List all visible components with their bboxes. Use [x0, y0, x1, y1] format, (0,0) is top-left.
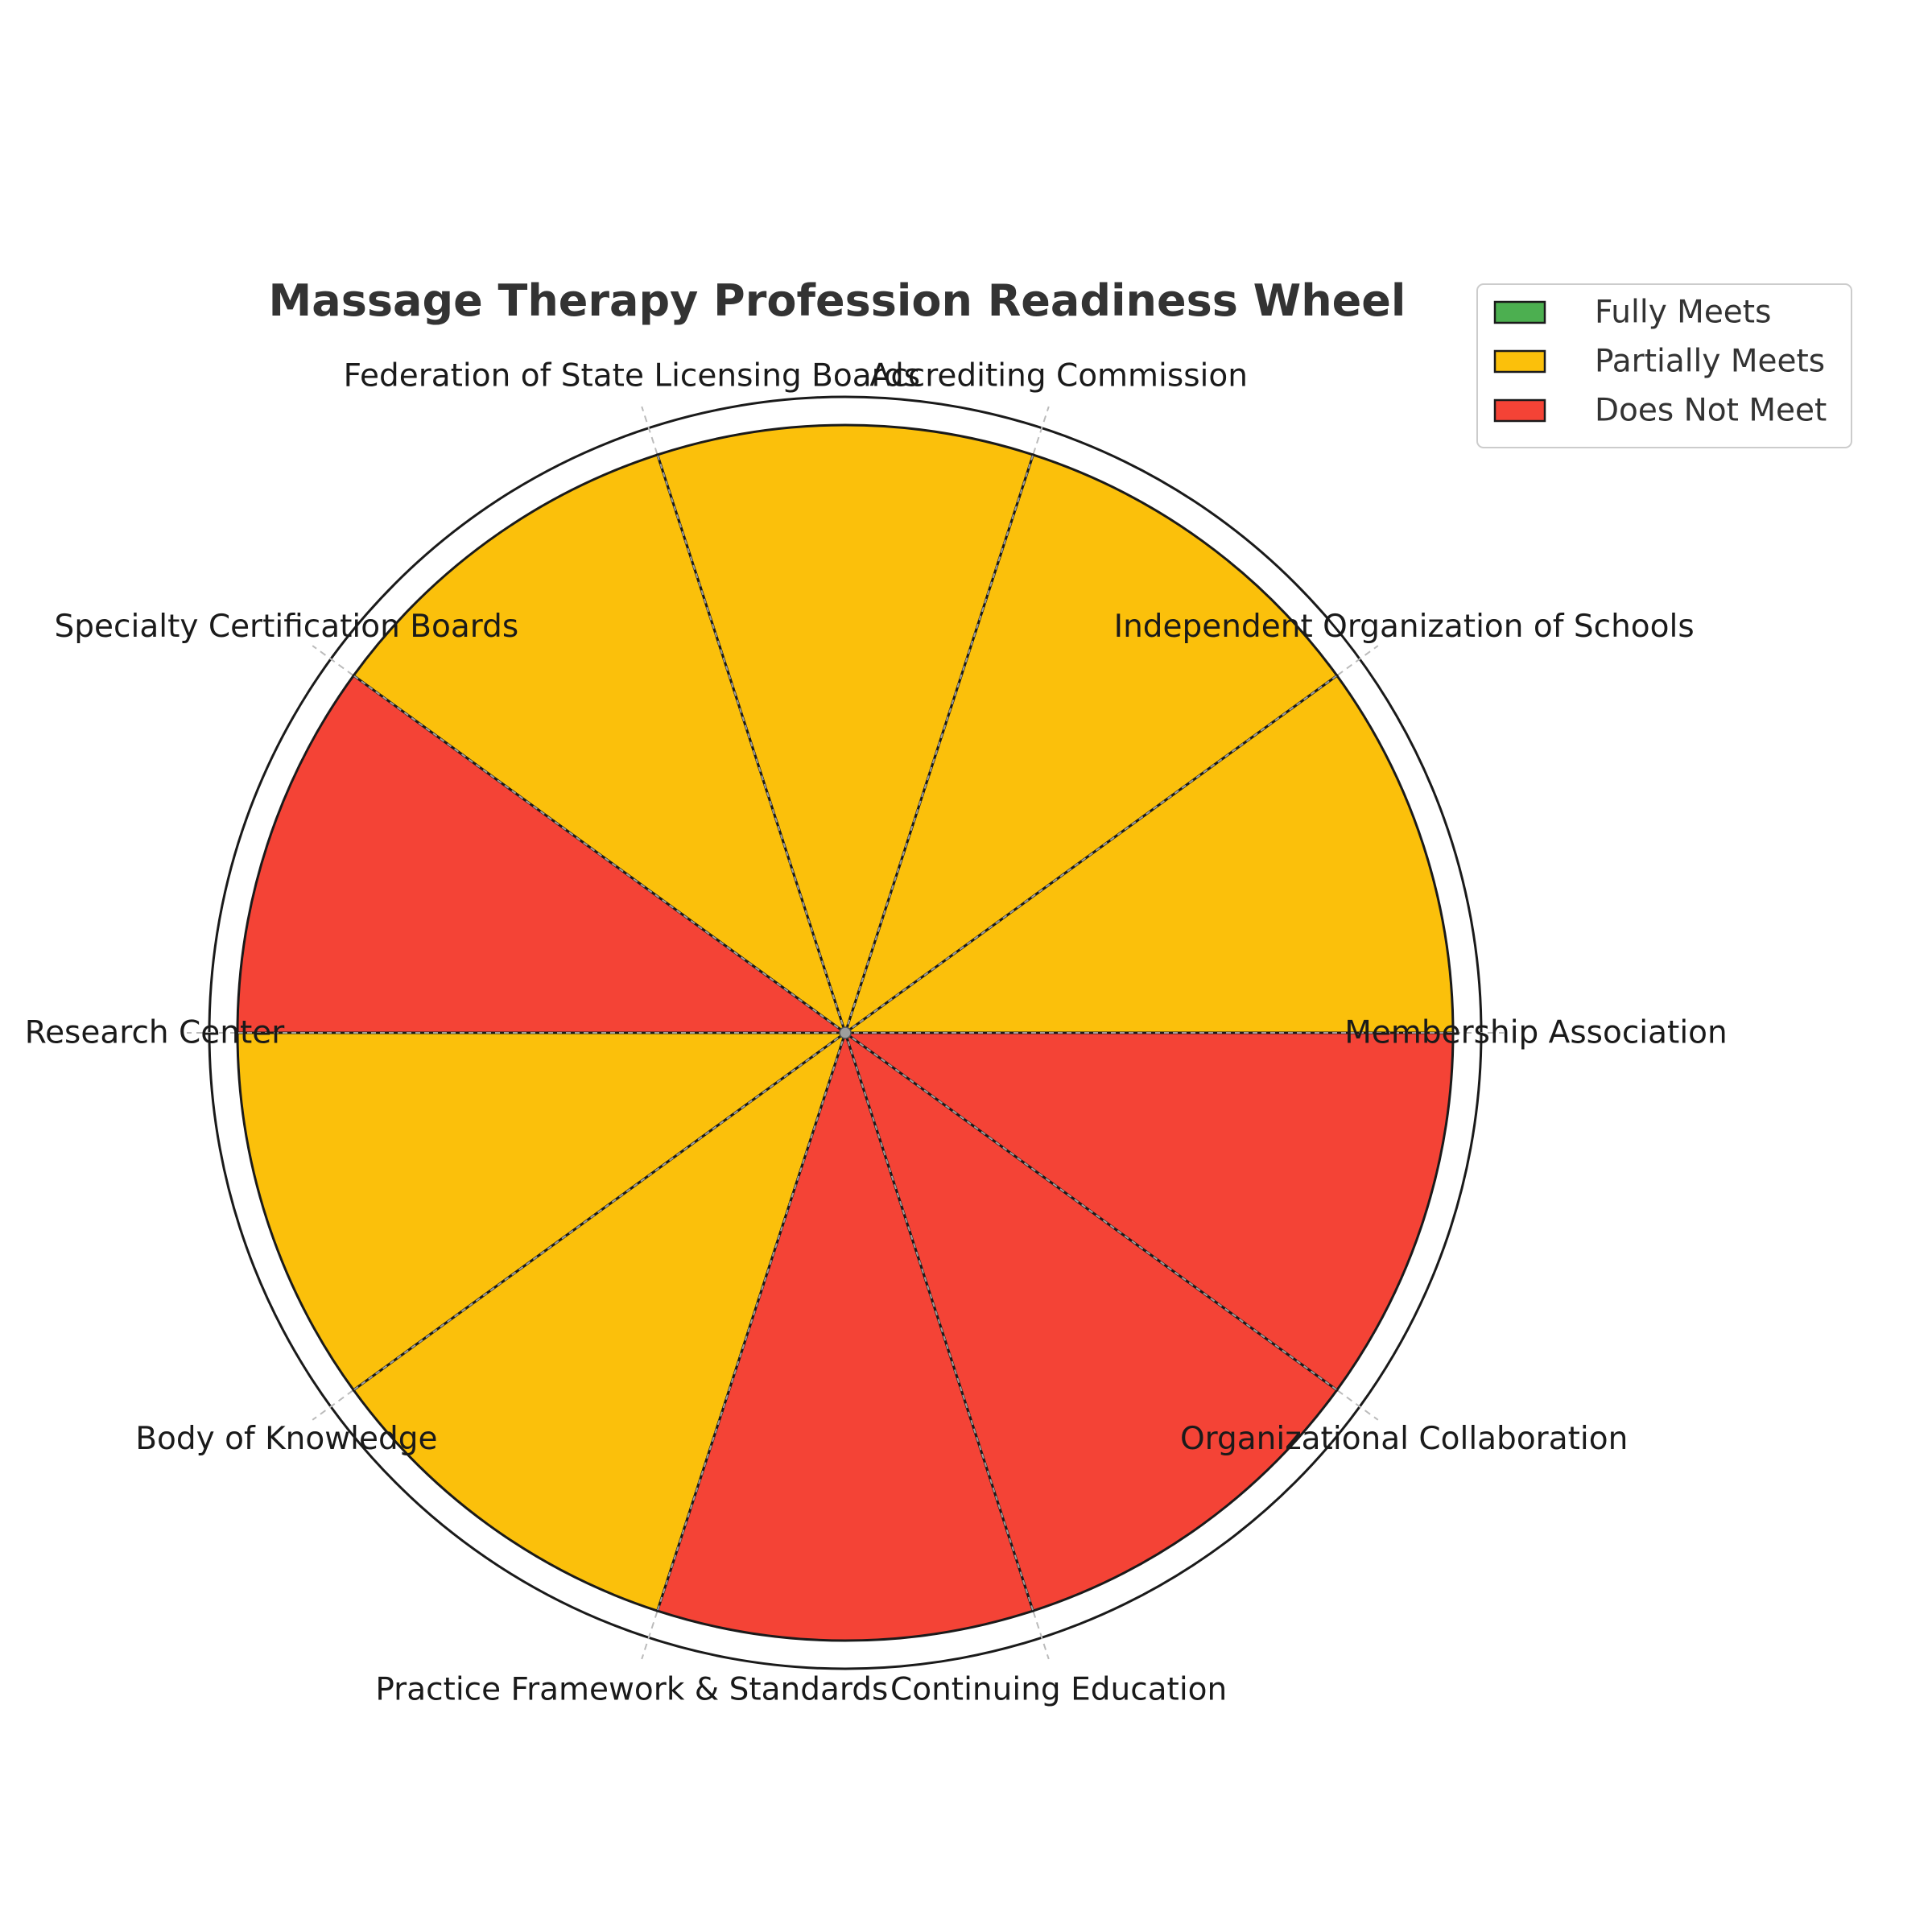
category-labels: Membership Association Independent Organi…: [25, 357, 1728, 1707]
slice-continuing-education: [843, 1030, 1339, 1612]
slice-practice-framework-standards: [655, 1029, 1035, 1642]
label-research-center: Research Center: [25, 1015, 286, 1051]
slice-boundary: [844, 454, 1034, 1034]
slice-independent-organization-of-schools: [843, 453, 1339, 1036]
legend-label-does-not-meet: Does Not Meet: [1595, 393, 1827, 429]
slice-boundary: [353, 675, 846, 1034]
slice-body-of-knowledge: [352, 1030, 848, 1612]
label-practice-framework-standards: Practice Framework & Standards: [375, 1672, 888, 1708]
slice-boundary: [656, 1032, 846, 1612]
slice-boundary: [844, 1032, 1338, 1391]
label-organizational-collaboration: Organizational Collaboration: [1180, 1421, 1628, 1457]
slice-boundary: [353, 1032, 846, 1391]
label-specialty-certification-boards: Specialty Certification Boards: [55, 609, 519, 645]
slice-boundary: [844, 1032, 1034, 1612]
wheel-slices: [236, 423, 1455, 1642]
center-dot: [839, 1026, 852, 1039]
slice-membership-association: [841, 674, 1455, 1034]
legend-label-partially-meets: Partially Meets: [1595, 344, 1825, 380]
label-accrediting-commission: Accrediting Commission: [869, 357, 1248, 394]
legend-swatch-partially-meets: [1493, 349, 1546, 374]
legend-frame: [1476, 283, 1852, 448]
label-continuing-education: Continuing Education: [890, 1672, 1227, 1708]
slice-boundary: [844, 675, 1338, 1034]
slice-boundary: [656, 454, 846, 1034]
label-membership-association: Membership Association: [1344, 1015, 1728, 1051]
label-body-of-knowledge: Body of Knowledge: [135, 1421, 437, 1457]
slice-specialty-certification-boards: [236, 674, 849, 1034]
legend-label-fully-meets: Fully Meets: [1595, 295, 1771, 331]
label-independent-organization-of-schools: Independent Organization of Schools: [1114, 609, 1695, 645]
label-federation-of-state-licensing-boards: Federation of State Licensing Boards: [344, 357, 920, 394]
legend-swatch-does-not-meet: [1493, 398, 1546, 423]
slice-research-center: [236, 1031, 849, 1392]
chart-title: Massage Therapy Profession Readiness Whe…: [269, 275, 1406, 326]
slice-federation-of-state-licensing-boards: [352, 453, 848, 1036]
legend-swatch-fully-meets: [1493, 300, 1546, 324]
slice-accrediting-commission: [655, 423, 1035, 1037]
slice-organizational-collaboration: [841, 1031, 1455, 1392]
